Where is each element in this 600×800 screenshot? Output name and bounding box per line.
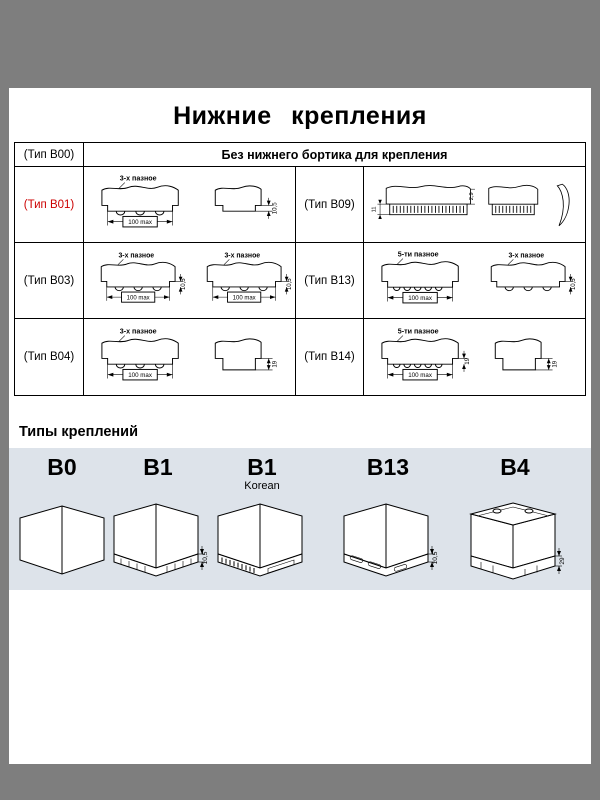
mount-3d-b1-korean [217,503,303,577]
mount-3d-b1: 10,5 [113,503,209,577]
depth-dimension: 2,9 [469,192,475,200]
type-label-b09: (Тип B09) [296,167,364,243]
drawing-caption: 5-ти пазное [398,251,439,259]
section-heading: Типы креплений [19,424,138,440]
height-dimension: 19 [464,357,471,364]
mount-3d-b0 [19,505,105,575]
height-dimension: 11 [372,206,378,212]
drawing-b14-side: 19 [494,337,558,370]
drawings-b04: 3-х пазное 100 max 19 [84,319,296,395]
mount-3d-b4: 29 [469,502,566,580]
band-item-label: B4 [500,454,530,480]
drawing-caption: 3-х пазное [120,327,157,335]
drawing-caption: 3-х пазное [508,252,544,259]
drawing-caption: 5-ти пазное [398,327,439,335]
height-dimension: 29 [559,557,566,565]
height-dimension: 10,5 [271,202,278,215]
width-dimension: 100 max [408,295,433,302]
drawing-b13-front-5groove: 5-ти пазное 100 max [381,251,459,304]
mount-types-band: B0 B1 10,5 B1 Korean [9,448,591,590]
drawing-caption: 3-х пазное [224,252,260,259]
band-item-label: B1 [143,454,173,480]
band-item-label: B1 [247,454,277,480]
height-dimension: 10,5 [432,551,439,564]
height-dimension: 10,5 [571,278,577,290]
page-title: Нижние крепления [173,102,427,130]
width-dimension: 100 max [233,295,256,301]
band-item-label: B0 [47,454,77,480]
type-label-b04: (Тип B04) [15,319,84,395]
width-dimension: 100 max [128,372,153,379]
band-item-b4: B4 29 [461,452,569,588]
drawing-b03-front-3groove: 3-х пазное 100 max 10,5 [100,252,187,303]
mount-3d-b13: 10,5 [343,503,439,577]
type-label-b01: (Тип B01) [15,167,84,243]
band-item-b0: B0 [14,452,110,588]
width-dimension: 100 max [128,219,153,226]
drawings-b14: 5-ти пазное 100 max 19 [364,319,585,395]
drawing-b03-side-3groove: 3-х пазное 100 max 10,5 [206,252,293,303]
drawing-b09-clamp-hook [556,183,570,226]
drawing-b09-front-comb: 11 2,9 [372,184,475,219]
height-dimension: 19 [271,360,278,367]
type-label-b13: (Тип B13) [296,243,364,319]
drawing-b04-side: 19 [214,337,278,370]
band-item-b1: B1 10,5 [110,452,209,588]
width-dimension: 100 max [408,372,433,379]
type-label-b00: (Тип B00) [15,143,84,167]
band-item-sublabel: Korean [244,480,280,492]
drawing-b01-side: 10,5 [214,185,278,219]
mount-types-table: (Тип B00) Без нижнего бортика для крепле… [14,142,586,396]
height-dimension: 10,5 [181,278,187,290]
height-dimension: 10,5 [202,551,209,564]
drawing-b14-front-5groove: 5-ти пазное 100 max 19 [381,327,471,380]
band-item-b13: B13 10,5 [336,452,440,588]
drawing-b09-side-comb [488,184,539,215]
document-page: Нижние крепления (Тип B00) Без нижнего б… [9,88,591,764]
drawing-b01-front-3groove: 3-х пазное 100 max [101,175,179,228]
table-header-description: Без нижнего бортика для крепления [84,143,585,167]
type-label-b14: (Тип B14) [296,319,364,395]
drawing-caption: 3-х пазное [118,252,154,259]
drawings-b13: 5-ти пазное 100 max 3-х пазное [364,243,585,319]
height-dimension: 19 [551,360,558,367]
drawings-b01: 3-х пазное 100 max 10,5 [84,167,296,243]
type-label-b03: (Тип B03) [15,243,84,319]
drawings-b03: 3-х пазное 100 max 10,5 3-х пазное [84,243,296,319]
drawing-caption: 3-х пазное [120,175,157,183]
drawing-b04-front-3groove: 3-х пазное 100 max [101,327,179,380]
band-item-label: B13 [366,454,410,480]
band-item-b1-korean: B1 Korean [214,452,310,588]
drawing-b13-side-3groove: 3-х пазное 10,5 [490,252,577,295]
drawings-b09: 11 2,9 [364,167,585,243]
width-dimension: 100 max [127,295,150,301]
height-dimension: 10,5 [287,278,293,290]
